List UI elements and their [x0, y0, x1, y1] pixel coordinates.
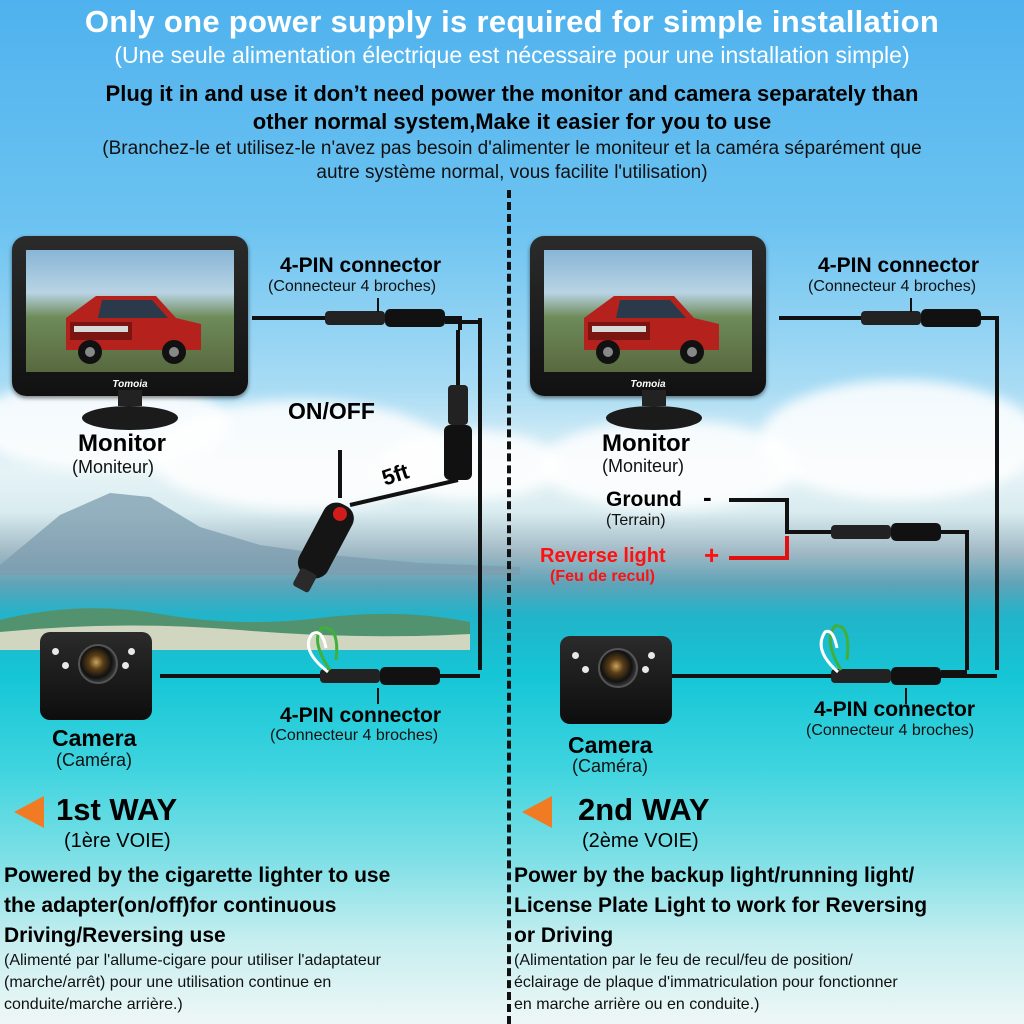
- suction-stand: [82, 390, 178, 430]
- left-connector-top-label-fr: (Connecteur 4 broches): [268, 278, 437, 295]
- left-connector-bottom-label-fr: (Connecteur 4 broches): [270, 727, 439, 744]
- description-fr-line: (marche/arrêt) pour une utilisation cont…: [4, 974, 332, 991]
- left-monitor: Tomoia: [12, 236, 248, 396]
- left-wiring: [160, 298, 482, 704]
- right-description-fr: (Alimentation par le feu de recul/feu de…: [514, 950, 1022, 1016]
- right-connector-bottom-label-fr: (Connecteur 4 broches): [806, 722, 975, 739]
- right-connector-bottom-label: 4-PIN connector: [814, 698, 976, 721]
- ground-label-fr: (Terrain): [606, 512, 666, 529]
- monitor-screen: [544, 250, 752, 372]
- left-description-fr: (Alimenté par l'allume-cigare pour utili…: [4, 950, 504, 1016]
- ir-led: [128, 648, 135, 655]
- page-subtitle: Plug it in and use it don’t need power t…: [0, 80, 1024, 136]
- reverse-light-label-fr: (Feu de recul): [550, 568, 655, 585]
- camera-lens: [78, 644, 118, 684]
- reverse-light-label: Reverse light: [540, 545, 666, 567]
- truck-image: [66, 296, 201, 364]
- description-fr-line: (Alimentation par le feu de recul/feu de…: [514, 952, 853, 969]
- description-fr-line: éclairage de plaque d'immatriculation po…: [514, 974, 898, 991]
- description-line: Power by the backup light/running light/: [514, 864, 915, 887]
- left-description: Powered by the cigarette lighter to use …: [4, 861, 504, 951]
- right-way-title: 2nd WAY: [578, 792, 710, 827]
- brand-logo: Tomoia: [630, 379, 666, 390]
- cloud: [540, 420, 800, 510]
- onoff-switch-label: ON/OFF: [288, 398, 375, 424]
- left-way-subtitle: (1ère VOIE): [64, 830, 171, 852]
- cloud: [760, 380, 1024, 500]
- right-monitor-label-fr: (Moniteur): [602, 456, 685, 476]
- page-title-fr: (Une seule alimentation électrique est n…: [114, 42, 910, 68]
- subtitle-line: other normal system,Make it easier for y…: [252, 109, 772, 134]
- description-fr-line: (Alimenté par l'allume-cigare pour utili…: [4, 952, 381, 969]
- ground-sign: -: [703, 482, 712, 512]
- ground-label: Ground: [606, 488, 682, 511]
- ir-led: [572, 652, 579, 659]
- left-way-title: 1st WAY: [56, 792, 178, 827]
- ir-led: [582, 666, 589, 673]
- right-monitor: Tomoia: [530, 236, 766, 396]
- description-fr-line: conduite/marche arrière.): [4, 996, 183, 1013]
- arrow-icon: [522, 796, 552, 828]
- mountain-silhouette: [0, 493, 520, 575]
- left-camera-label: Camera: [52, 725, 137, 751]
- reverse-light-sign: +: [704, 540, 720, 570]
- left-monitor-label-fr: (Moniteur): [72, 457, 155, 477]
- camera-lens: [598, 648, 638, 688]
- description-line: License Plate Light to work for Reversin…: [514, 894, 928, 917]
- left-connector-top-label: 4-PIN connector: [280, 254, 442, 277]
- right-camera: [560, 636, 672, 724]
- left-monitor-label: Monitor: [78, 430, 166, 457]
- right-way-subtitle: (2ème VOIE): [582, 830, 699, 852]
- suction-stand: [606, 390, 702, 430]
- ir-led: [642, 666, 649, 673]
- ir-led: [52, 648, 59, 655]
- right-camera-label-fr: (Caméra): [572, 756, 649, 776]
- page-subtitle-fr: (Branchez-le et utilisez-le n'avez pas b…: [0, 137, 1024, 185]
- right-camera-label: Camera: [568, 732, 653, 758]
- truck-image: [584, 296, 719, 364]
- ir-led: [62, 662, 69, 669]
- right-connector-top-label-fr: (Connecteur 4 broches): [808, 278, 977, 295]
- left-connector-bottom-label: 4-PIN connector: [280, 704, 442, 727]
- description-line: Driving/Reversing use: [4, 924, 226, 947]
- section-divider: [507, 190, 511, 1024]
- right-monitor-label: Monitor: [602, 430, 690, 457]
- monitor-screen: [26, 250, 234, 372]
- description-fr-line: en marche arrière ou en conduite.): [514, 996, 760, 1013]
- right-connector-top-label: 4-PIN connector: [818, 254, 980, 277]
- left-camera-label-fr: (Caméra): [56, 750, 133, 770]
- ir-led: [648, 652, 655, 659]
- description-line: or Driving: [514, 924, 614, 947]
- page-title: Only one power supply is required for si…: [84, 4, 940, 39]
- description-line: Powered by the cigarette lighter to use: [4, 864, 391, 887]
- ir-led: [122, 662, 129, 669]
- arrow-icon: [14, 796, 44, 828]
- subtitle-fr-line: autre système normal, vous facilite l'ut…: [316, 162, 708, 183]
- subtitle-fr-line: (Branchez-le et utilisez-le n'avez pas b…: [102, 138, 922, 159]
- subtitle-line: Plug it in and use it don’t need power t…: [105, 81, 919, 106]
- brand-logo: Tomoia: [112, 379, 148, 390]
- right-description: Power by the backup light/running light/…: [514, 861, 1022, 951]
- left-camera: [40, 632, 152, 720]
- right-wiring: [671, 298, 999, 704]
- description-line: the adapter(on/off)for continuous: [4, 894, 337, 917]
